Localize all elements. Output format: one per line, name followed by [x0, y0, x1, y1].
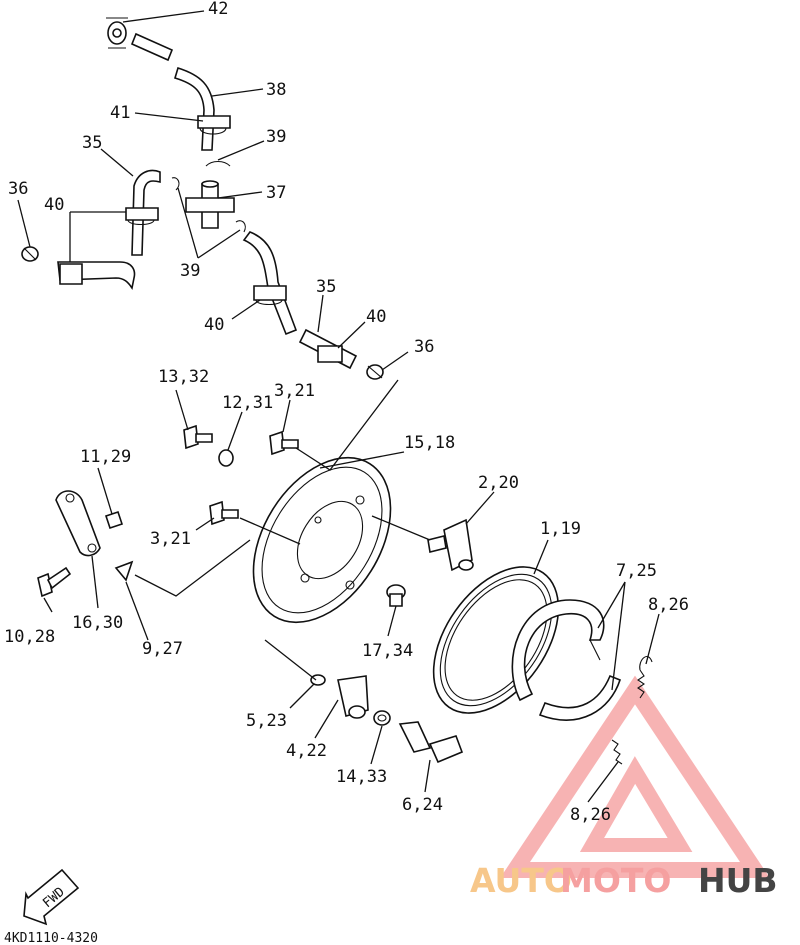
- label-13-32: 13,32: [158, 367, 209, 387]
- label-40-left: 40: [44, 195, 64, 215]
- label-16-30: 16,30: [72, 613, 123, 633]
- label-7-25: 7,25: [616, 561, 657, 581]
- label-12-31: 12,31: [222, 393, 273, 413]
- label-3-21-top: 3,21: [274, 381, 315, 401]
- label-3-21-mid: 3,21: [150, 529, 191, 549]
- label-6-24: 6,24: [402, 795, 443, 815]
- watermark-moto: MOTO: [560, 861, 671, 900]
- label-39-bottom: 39: [180, 261, 200, 281]
- label-36-left: 36: [8, 179, 28, 199]
- label-40-mid: 40: [204, 315, 224, 335]
- label-14-33: 14,33: [336, 767, 387, 787]
- label-35-right: 35: [316, 277, 336, 297]
- label-2-20: 2,20: [478, 473, 519, 493]
- diagram-code: 4KD1110-4320: [4, 931, 98, 945]
- label-36-right: 36: [414, 337, 434, 357]
- label-37: 37: [266, 183, 286, 203]
- watermark-text: AUTO MOTO HUB: [470, 861, 778, 900]
- label-1-19: 1,19: [540, 519, 581, 539]
- watermark-auto: AUTO: [470, 861, 572, 900]
- part-labels: 42 38 41 39 35 37 36 40 39 40 35 40 36 1…: [4, 0, 689, 825]
- label-8-26-lower: 8,26: [570, 805, 611, 825]
- label-5-23: 5,23: [246, 711, 287, 731]
- label-9-27: 9,27: [142, 639, 183, 659]
- label-15-18: 15,18: [404, 433, 455, 453]
- watermark-hub: HUB: [698, 861, 778, 900]
- label-38: 38: [266, 80, 286, 100]
- leader-lines: [17, 10, 660, 803]
- label-41: 41: [110, 103, 130, 123]
- label-42: 42: [208, 0, 228, 19]
- label-39-top: 39: [266, 127, 286, 147]
- watermark-logo: [500, 675, 770, 878]
- label-4-22: 4,22: [286, 741, 327, 761]
- label-11-29: 11,29: [80, 447, 131, 467]
- label-17-34: 17,34: [362, 641, 413, 661]
- label-10-28: 10,28: [4, 627, 55, 647]
- brake-assembly: [37, 424, 653, 765]
- vent-hose-assembly: [21, 17, 384, 380]
- fwd-arrow: FWD: [23, 868, 80, 926]
- label-35-left: 35: [82, 133, 102, 153]
- label-40-right: 40: [366, 307, 386, 327]
- label-8-26-upper: 8,26: [648, 595, 689, 615]
